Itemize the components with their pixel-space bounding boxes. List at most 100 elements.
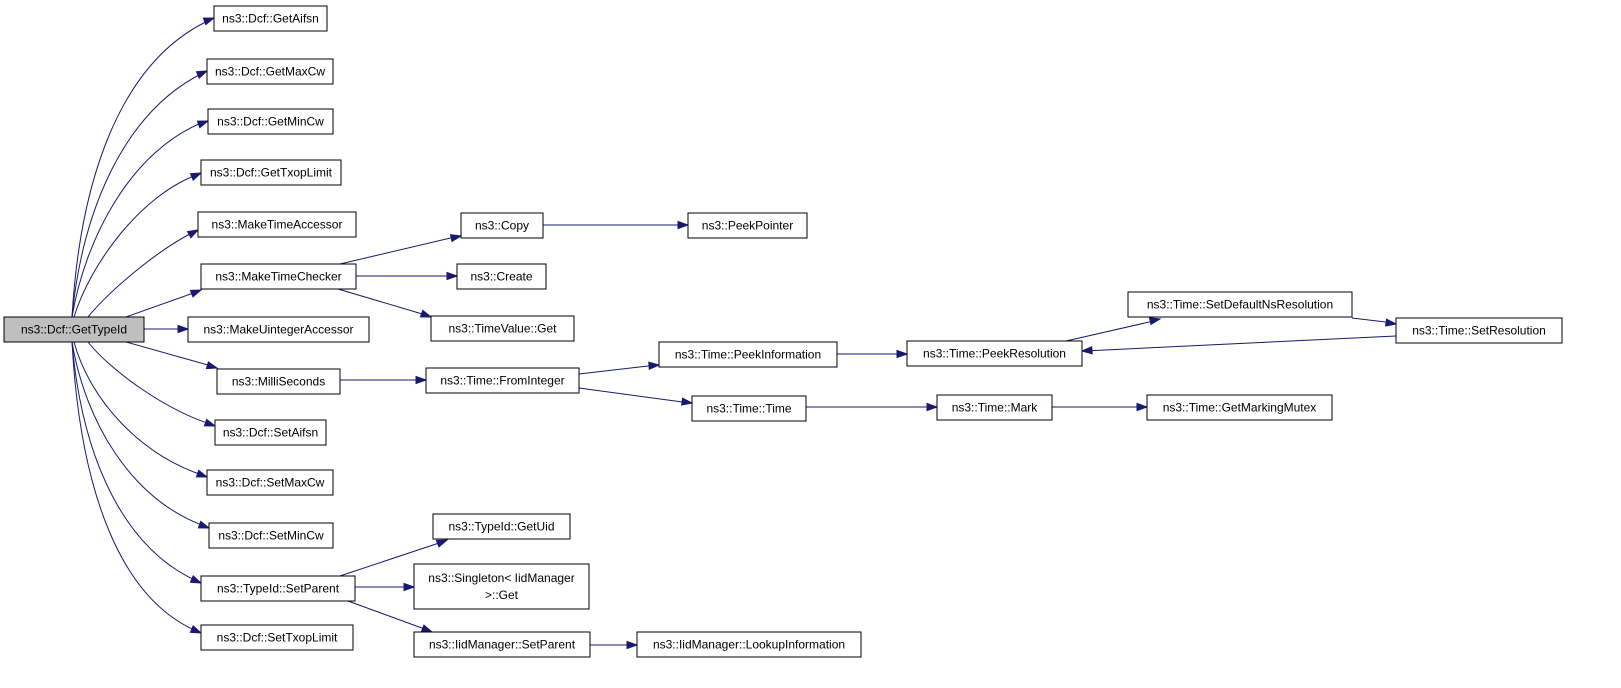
node-box: [214, 419, 327, 446]
arrowhead: [449, 234, 463, 243]
arrowhead: [189, 574, 203, 584]
node-label: ns3::IidManager::SetParent: [429, 638, 576, 652]
node-peek-resolution[interactable]: ns3::Time::PeekResolution: [906, 340, 1083, 367]
node-set-txop-limit[interactable]: ns3::Dcf::SetTxopLimit: [200, 624, 354, 651]
node-box: [425, 367, 580, 394]
node-box: [687, 212, 808, 239]
arrowhead: [677, 220, 690, 230]
arrowhead: [1136, 402, 1149, 412]
node-box: [691, 395, 807, 422]
node-label: ns3::Create: [470, 270, 532, 284]
node-get-aifsn[interactable]: ns3::Dcf::GetAifsn: [213, 5, 328, 32]
node-box: [187, 316, 370, 343]
node-lookup-information[interactable]: ns3::IidManager::LookupInformation: [636, 631, 862, 658]
node-box: [1127, 291, 1353, 318]
arrowhead: [415, 375, 428, 385]
edge-make-time-checker-to-time-value-get: [337, 288, 433, 318]
edge-line: [339, 540, 446, 577]
edge-line: [1065, 319, 1159, 342]
node-get-type-id[interactable]: ns3::Dcf::GetTypeId: [3, 316, 145, 343]
edge-line: [71, 120, 207, 318]
arrowhead: [420, 624, 434, 633]
arrowhead: [195, 70, 209, 80]
node-make-uinteger-accessor[interactable]: ns3::MakeUintegerAccessor: [187, 316, 370, 343]
node-box: [3, 316, 145, 343]
node-label: ns3::Dcf::SetMinCw: [218, 529, 324, 543]
node-type-id-set-parent[interactable]: ns3::TypeId::SetParent: [200, 575, 356, 602]
edge-line: [87, 341, 214, 426]
node-time-time[interactable]: ns3::Time::Time: [691, 395, 807, 422]
node-milli-seconds[interactable]: ns3::MilliSeconds: [216, 368, 341, 395]
node-copy[interactable]: ns3::Copy: [460, 212, 544, 239]
node-make-time-accessor[interactable]: ns3::MakeTimeAccessor: [197, 211, 357, 238]
node-box: [1146, 394, 1333, 421]
edge-time-time-to-mark: [806, 402, 939, 412]
edge-make-time-checker-to-create: [356, 271, 459, 281]
edge-line: [347, 600, 431, 632]
node-iid-set-parent[interactable]: ns3::IidManager::SetParent: [413, 631, 591, 658]
edge-line: [125, 341, 216, 368]
arrowhead: [177, 324, 190, 334]
node-box: [936, 394, 1053, 421]
node-label: ns3::MilliSeconds: [232, 375, 325, 389]
node-label: ns3::MakeTimeChecker: [215, 270, 341, 284]
arrowhead: [648, 361, 661, 370]
edge-line: [339, 235, 460, 265]
node-create[interactable]: ns3::Create: [456, 263, 547, 290]
node-box: [200, 263, 357, 290]
node-label: ns3::Dcf::GetMinCw: [217, 115, 324, 129]
node-peek-pointer[interactable]: ns3::PeekPointer: [687, 212, 808, 239]
node-box: [200, 575, 356, 602]
node-label: ns3::Dcf::SetTxopLimit: [217, 631, 338, 645]
node-label: ns3::MakeTimeAccessor: [212, 218, 343, 232]
node-label: ns3::Time::FromInteger: [440, 374, 564, 388]
node-peek-information[interactable]: ns3::Time::PeekInformation: [658, 341, 838, 368]
arrowhead: [681, 397, 694, 406]
arrowhead: [189, 624, 203, 634]
edge-line: [71, 341, 200, 633]
edge-line: [87, 230, 197, 318]
node-box: [430, 315, 575, 342]
node-get-max-cw[interactable]: ns3::Dcf::GetMaxCw: [206, 58, 334, 85]
node-box: [207, 108, 334, 135]
node-get-marking-mutex[interactable]: ns3::Time::GetMarkingMutex: [1146, 394, 1333, 421]
node-get-min-cw[interactable]: ns3::Dcf::GetMinCw: [207, 108, 334, 135]
arrowhead: [926, 402, 939, 412]
edge-get-type-id-to-get-min-cw: [71, 120, 210, 318]
node-label: ns3::Time::SetResolution: [1412, 324, 1546, 338]
edge-set-default-ns-resolution-to-set-resolution: [1351, 317, 1398, 327]
node-get-uid[interactable]: ns3::TypeId::GetUid: [432, 513, 571, 540]
node-from-integer[interactable]: ns3::Time::FromInteger: [425, 367, 580, 394]
edge-get-type-id-to-get-max-cw: [71, 70, 209, 318]
edges-layer: [71, 17, 1398, 650]
node-label: ns3::Dcf::GetMaxCw: [215, 65, 325, 79]
arrowhead: [202, 17, 216, 26]
node-make-time-checker[interactable]: ns3::MakeTimeChecker: [200, 263, 357, 290]
node-set-max-cw[interactable]: ns3::Dcf::SetMaxCw: [206, 469, 334, 496]
edge-line: [71, 71, 206, 318]
edge-get-type-id-to-make-uinteger-accessor: [144, 324, 190, 334]
edge-get-type-id-to-get-txop-limit: [73, 172, 203, 318]
node-set-aifsn[interactable]: ns3::Dcf::SetAifsn: [214, 419, 327, 446]
node-set-min-cw[interactable]: ns3::Dcf::SetMinCw: [208, 522, 334, 549]
node-box: [208, 522, 334, 549]
arrowhead: [1080, 346, 1093, 355]
node-singleton-get[interactable]: ns3::Singleton< IidManager>::Get: [413, 563, 590, 610]
arrowhead: [403, 582, 416, 592]
edge-type-id-set-parent-to-get-uid: [339, 539, 449, 577]
node-get-txop-limit[interactable]: ns3::Dcf::GetTxopLimit: [200, 159, 342, 186]
node-mark[interactable]: ns3::Time::Mark: [936, 394, 1053, 421]
node-box: [213, 5, 328, 32]
node-time-value-get[interactable]: ns3::TimeValue::Get: [430, 315, 575, 342]
node-label: ns3::TypeId::SetParent: [217, 582, 340, 596]
edge-get-type-id-to-set-min-cw: [71, 341, 211, 529]
node-label: ns3::MakeUintegerAccessor: [203, 323, 353, 337]
arrowhead: [203, 418, 217, 427]
node-set-resolution[interactable]: ns3::Time::SetResolution: [1395, 317, 1563, 344]
edge-line: [71, 18, 213, 318]
node-set-default-ns-resolution[interactable]: ns3::Time::SetDefaultNsResolution: [1127, 291, 1353, 318]
node-box: [460, 212, 544, 239]
node-label: ns3::Dcf::GetTypeId: [21, 323, 127, 337]
nodes-layer: ns3::Dcf::GetTypeId ns3::Dcf::GetAifsnns3…: [3, 5, 1563, 658]
